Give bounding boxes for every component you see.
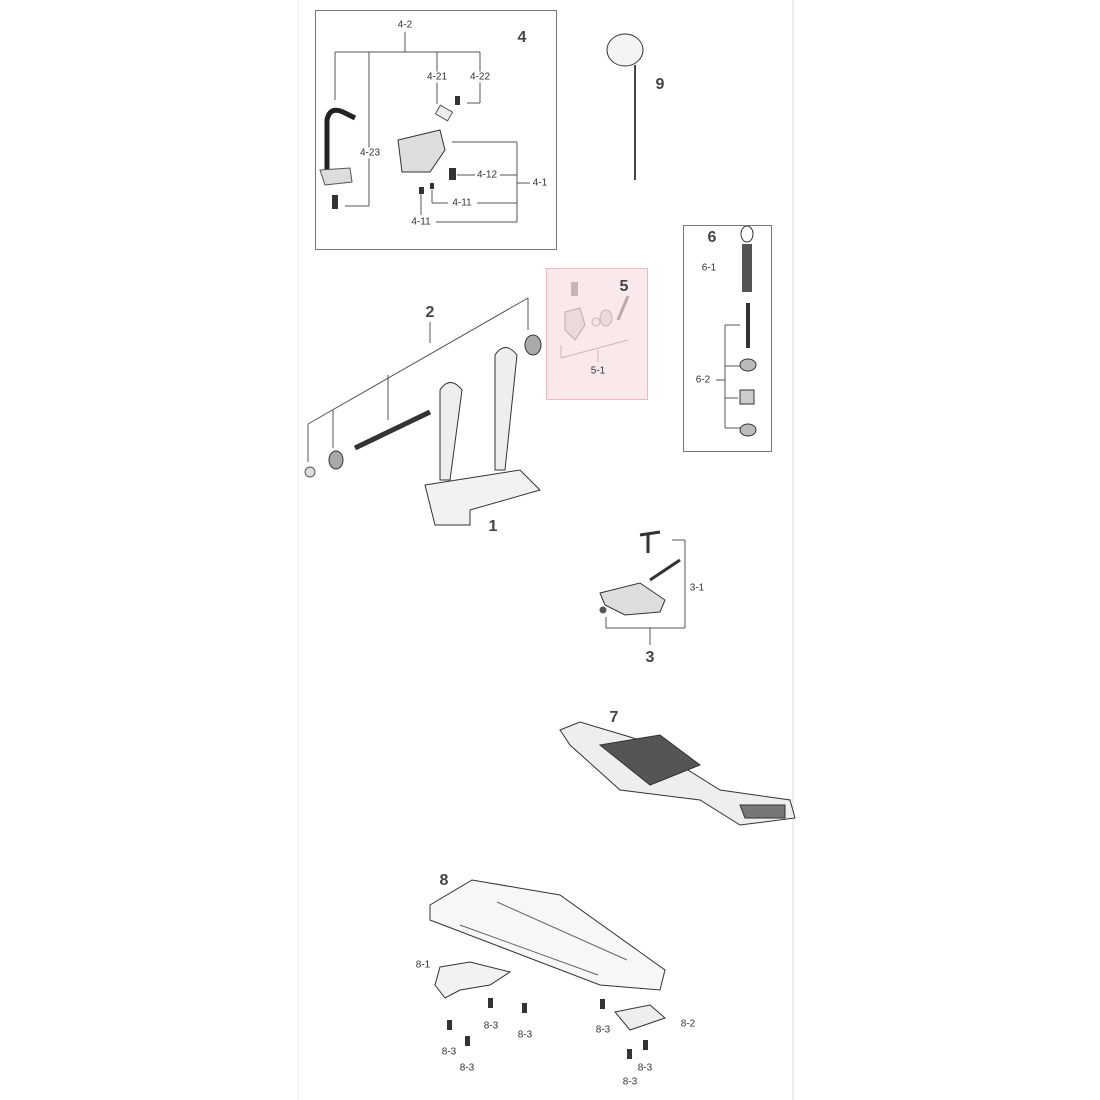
group-number-4: 4 (517, 29, 527, 46)
group-8-baseplate (429, 879, 666, 1059)
group-number-9: 9 (655, 76, 665, 93)
part-label: 4-11 (410, 216, 432, 228)
part-label: 4-22 (468, 71, 492, 83)
part-label: 4-2 (396, 19, 414, 31)
group-9-mallet (606, 33, 644, 180)
group-number-8: 8 (439, 872, 449, 889)
part-label: 6-1 (700, 262, 718, 274)
part-label: 8-3 (482, 1020, 500, 1032)
group-1-2-drawing (304, 297, 542, 526)
part-label: 4-21 (425, 71, 449, 83)
part-label: 6-2 (694, 374, 712, 386)
part-label: 4-11 (451, 197, 473, 209)
group-6-drawing (716, 225, 757, 437)
part-label: 4-23 (358, 147, 382, 159)
part-label: 8-3 (636, 1062, 654, 1074)
part-label: 3-1 (688, 582, 706, 594)
group-number-2: 2 (425, 304, 435, 321)
part-label: 8-3 (516, 1029, 534, 1041)
group-number-3: 3 (645, 649, 655, 666)
group-4-drawing (319, 32, 530, 223)
part-label: 8-3 (440, 1046, 458, 1058)
part-label: 4-1 (531, 177, 549, 189)
part-label: 8-1 (414, 959, 432, 971)
part-label: 8-3 (621, 1076, 639, 1088)
group-number-1: 1 (488, 518, 498, 535)
group-number-6: 6 (707, 229, 717, 246)
part-label: 5-1 (590, 365, 606, 377)
part-label: 8-2 (679, 1018, 697, 1030)
group-4-box (315, 10, 557, 250)
part-label: 8-3 (458, 1062, 476, 1074)
group-number-7: 7 (609, 709, 619, 726)
group-3-drawing (599, 530, 686, 645)
part-label: 8-3 (594, 1024, 612, 1036)
part-label: 4-12 (475, 169, 499, 181)
group-7-footboard (559, 721, 796, 826)
group-number-5: 5 (619, 278, 629, 295)
group-6-box (683, 225, 772, 452)
group-5-highlight-box[interactable] (546, 268, 648, 400)
